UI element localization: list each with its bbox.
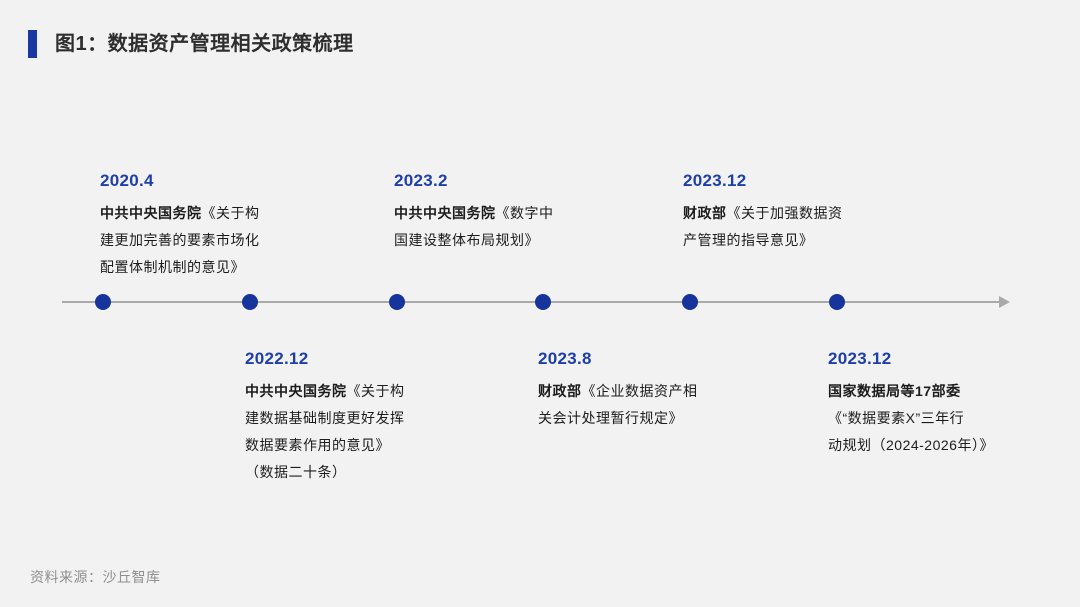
timeline-dot-2020-4 [95, 294, 111, 310]
entry-line: 财政部《企业数据资产相 [538, 378, 698, 405]
entry-org: 财政部 [538, 383, 582, 399]
entry-line: 产管理的指导意见》 [683, 232, 814, 248]
entry-line: 中共中央国务院《关于构 [100, 200, 260, 227]
timeline-entry-2020-4: 2020.4 中共中央国务院《关于构 建更加完善的要素市场化 配置体制机制的意见… [100, 170, 260, 281]
entry-date: 2023.8 [538, 349, 592, 368]
title-accent-bar [28, 30, 37, 58]
entry-org: 中共中央国务院 [394, 205, 496, 221]
entry-line: 数据要素作用的意见》 [245, 437, 390, 453]
figure-header: 图1：数据资产管理相关政策梳理 [28, 30, 354, 58]
entry-title-fragment: 《企业数据资产相 [581, 383, 698, 399]
entry-description: 中共中央国务院《关于构 建数据基础制度更好发挥 数据要素作用的意见》 （数据二十… [245, 378, 405, 486]
entry-line: 关会计处理暂行规定》 [538, 410, 683, 426]
entry-org: 中共中央国务院 [245, 383, 347, 399]
entry-date: 2020.4 [100, 171, 154, 190]
entry-date: 2022.12 [245, 349, 309, 368]
timeline-arrow-icon [999, 296, 1010, 308]
entry-date: 2023.12 [683, 171, 747, 190]
entry-org: 财政部 [683, 205, 727, 221]
entry-line: 建数据基础制度更好发挥 [245, 410, 405, 426]
entry-line: 建更加完善的要素市场化 [100, 232, 260, 248]
timeline-dot-2023-12b [829, 294, 845, 310]
entry-title-fragment: 《关于构 [201, 205, 260, 221]
entry-title-fragment: 《关于加强数据资 [726, 205, 843, 221]
figure-title: 图1：数据资产管理相关政策梳理 [55, 33, 354, 55]
timeline-dot-2023-8 [535, 294, 551, 310]
timeline-entry-2023-12-nda: 2023.12 国家数据局等17部委 《“数据要素X”三年行 动规划（2024-… [828, 348, 994, 459]
entry-date: 2023.12 [828, 349, 892, 368]
entry-line: 国建设整体布局规划》 [394, 232, 539, 248]
entry-line: 国家数据局等17部委 [828, 378, 994, 405]
entry-line: （数据二十条） [245, 464, 347, 480]
timeline-axis [62, 301, 1002, 303]
entry-date: 2023.2 [394, 171, 448, 190]
entry-line: 配置体制机制的意见》 [100, 259, 245, 275]
entry-title-fragment: 《数字中 [495, 205, 554, 221]
entry-org: 中共中央国务院 [100, 205, 202, 221]
entry-title-fragment: 《关于构 [346, 383, 405, 399]
source-note: 资料来源：沙丘智库 [30, 569, 161, 585]
timeline-dot-2022-12 [242, 294, 258, 310]
timeline-entry-2023-8: 2023.8 财政部《企业数据资产相 关会计处理暂行规定》 [538, 348, 698, 432]
timeline-entry-2022-12: 2022.12 中共中央国务院《关于构 建数据基础制度更好发挥 数据要素作用的意… [245, 348, 405, 486]
entry-description: 中共中央国务院《数字中 国建设整体布局规划》 [394, 200, 554, 254]
timeline-entry-2023-12-mof: 2023.12 财政部《关于加强数据资 产管理的指导意见》 [683, 170, 843, 254]
timeline-dot-2023-12a [682, 294, 698, 310]
entry-description: 财政部《关于加强数据资 产管理的指导意见》 [683, 200, 843, 254]
entry-line: 《“数据要素X”三年行 [828, 410, 965, 426]
entry-line: 中共中央国务院《关于构 [245, 378, 405, 405]
entry-line: 中共中央国务院《数字中 [394, 200, 554, 227]
entry-line: 动规划（2024-2026年）》 [828, 437, 994, 453]
entry-description: 中共中央国务院《关于构 建更加完善的要素市场化 配置体制机制的意见》 [100, 200, 260, 281]
entry-description: 财政部《企业数据资产相 关会计处理暂行规定》 [538, 378, 698, 432]
entry-org: 国家数据局等17部委 [828, 383, 961, 399]
entry-line: 财政部《关于加强数据资 [683, 200, 843, 227]
entry-description: 国家数据局等17部委 《“数据要素X”三年行 动规划（2024-2026年）》 [828, 378, 994, 459]
timeline-dot-2023-2 [389, 294, 405, 310]
timeline-entry-2023-2: 2023.2 中共中央国务院《数字中 国建设整体布局规划》 [394, 170, 554, 254]
